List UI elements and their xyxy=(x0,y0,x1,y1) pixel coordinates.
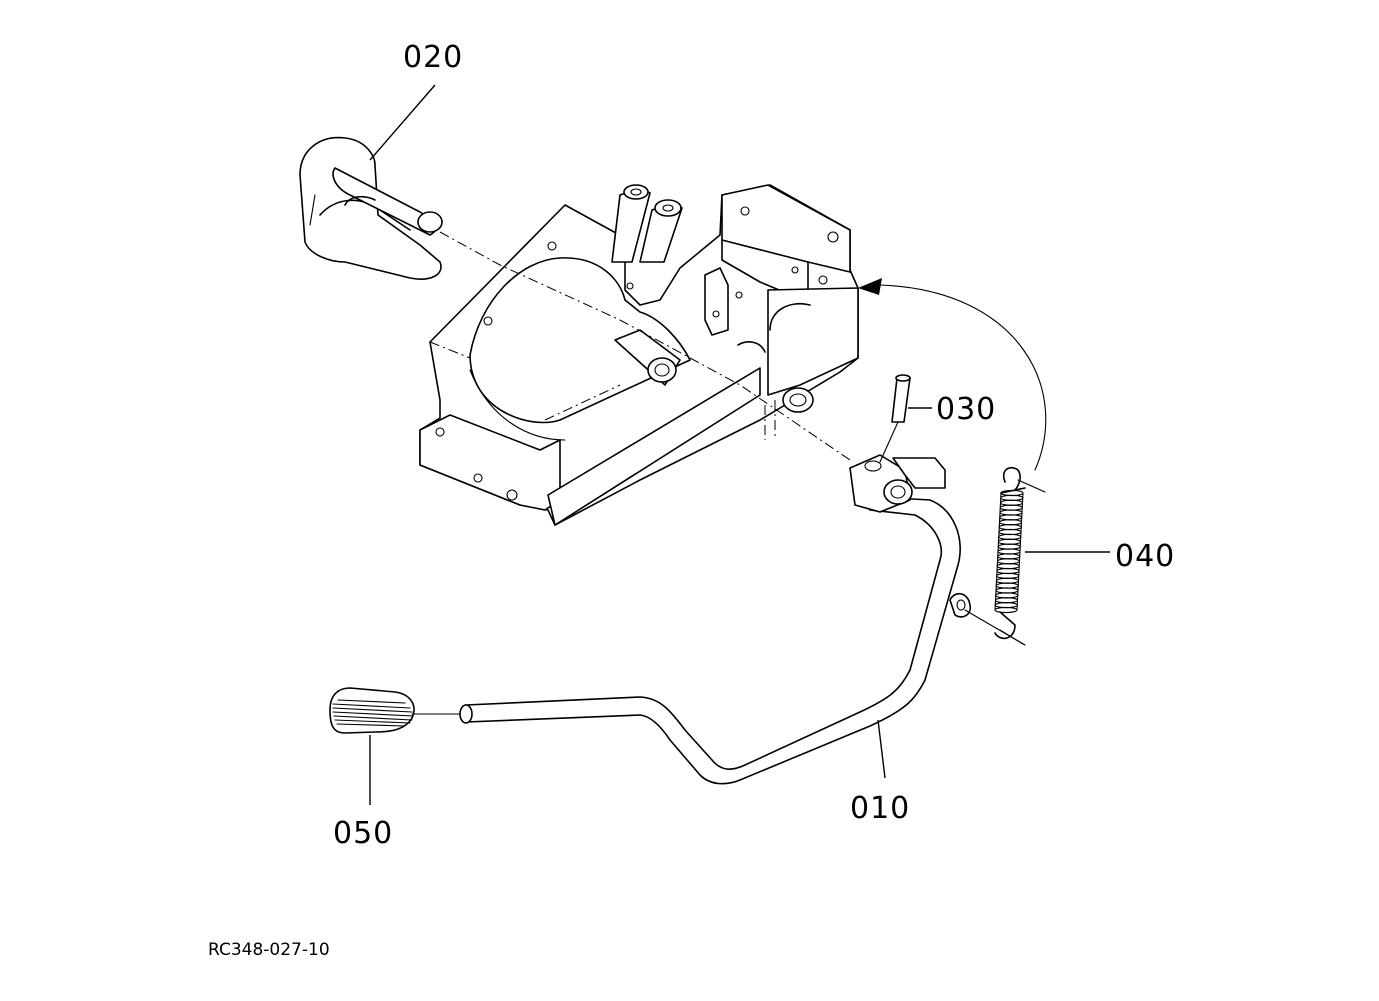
part-020-pivot-pin xyxy=(299,136,851,461)
label-030: 030 xyxy=(936,392,996,427)
tube-bushings xyxy=(611,184,683,263)
spring-edge xyxy=(1016,492,1024,611)
part-040-spring xyxy=(858,278,1047,645)
label-010: 010 xyxy=(850,791,910,826)
label-050: 050 xyxy=(333,816,393,851)
reference-code: RC348-027-10 xyxy=(208,940,330,960)
spring-edge xyxy=(994,492,1002,611)
bracket-frame xyxy=(419,184,859,526)
part-030-roll-pin xyxy=(879,374,911,463)
label-040: 040 xyxy=(1115,539,1175,574)
part-050-pedal-pad xyxy=(329,687,461,734)
part-010-lever-rod xyxy=(459,454,1026,785)
label-020: 020 xyxy=(403,40,463,75)
leader-lines xyxy=(369,84,1110,805)
